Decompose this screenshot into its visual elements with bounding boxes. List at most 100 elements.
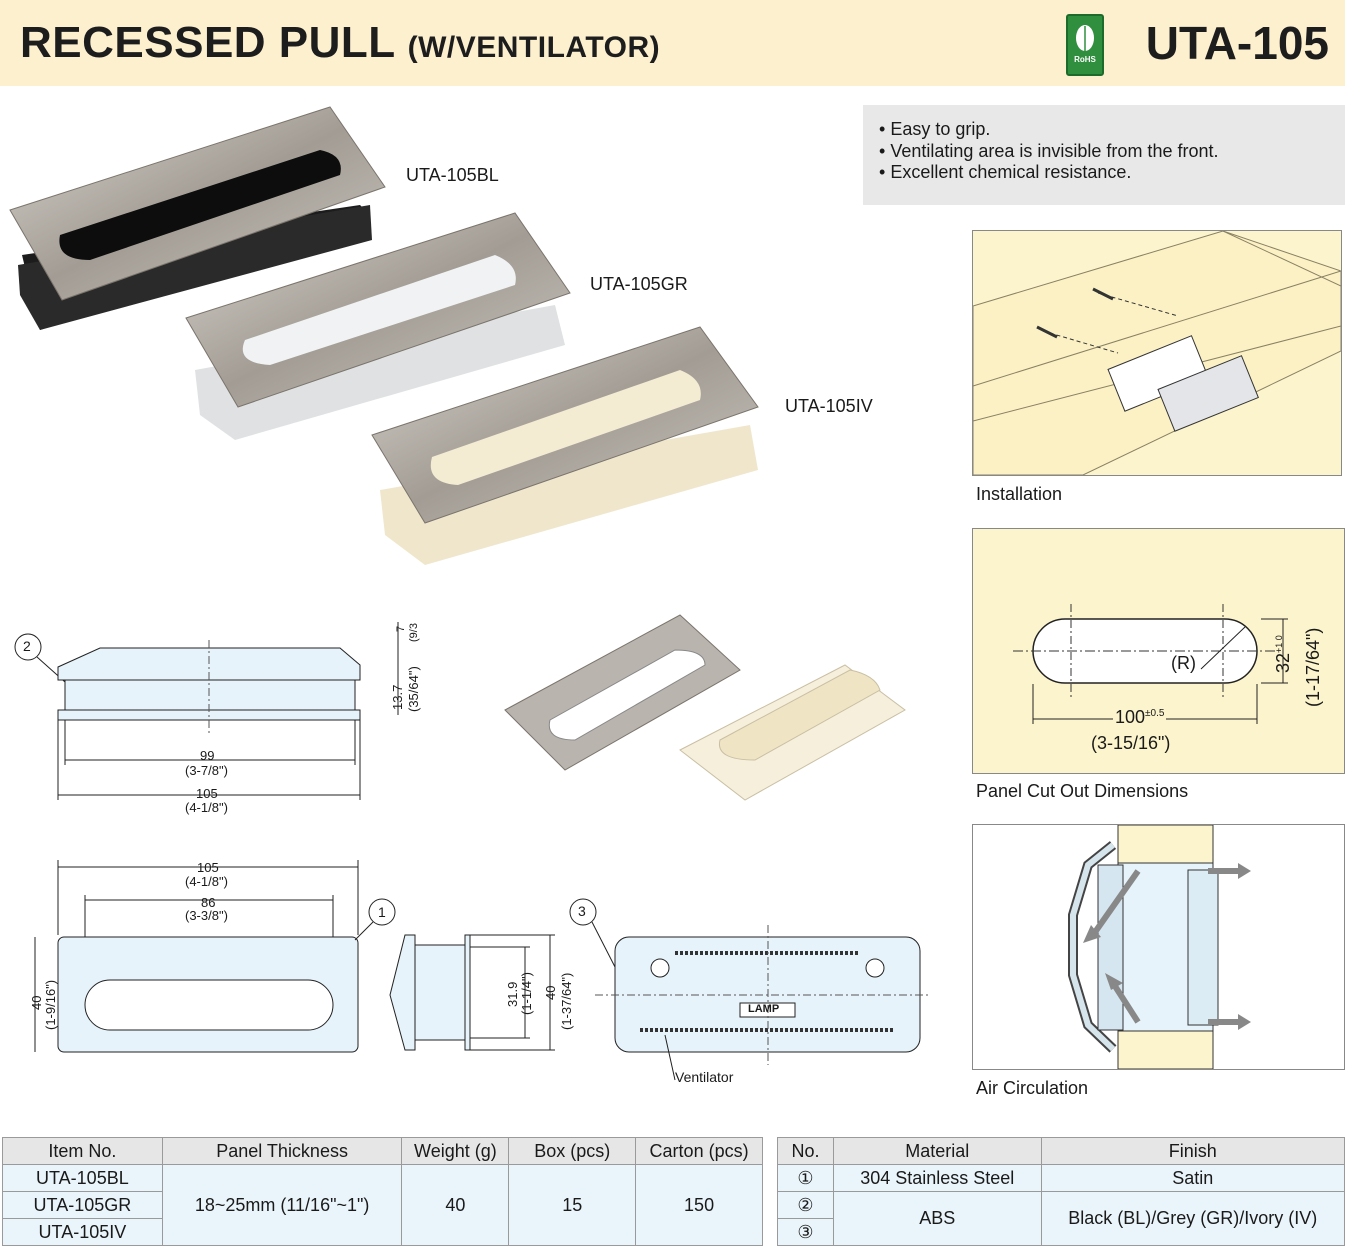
side-view-svg xyxy=(14,622,399,800)
cutout-height-inches: (1-17/64") xyxy=(1303,627,1323,707)
product-label-gr: UTA-105GR xyxy=(590,274,688,294)
rohs-label: RoHS xyxy=(1074,55,1096,64)
side-height-inches: (35/64") xyxy=(406,666,421,712)
profile-height: 40 xyxy=(543,985,558,1000)
cutout-width: 100 xyxy=(1115,707,1146,727)
table-row: ① 304 Stainless Steel Satin xyxy=(777,1164,1345,1192)
side-top-height: 7 xyxy=(395,625,407,632)
front-width-outer-inches: (4-1/8") xyxy=(185,874,228,889)
lamp-logo: LAMP xyxy=(748,1003,780,1015)
title-text: RECESSED PULL xyxy=(20,18,395,67)
weight-cell: 40 xyxy=(401,1164,510,1246)
material-table-header: No. Material Finish xyxy=(777,1137,1345,1165)
callout-2: 2 xyxy=(23,638,31,654)
no-cell: ③ xyxy=(777,1218,834,1246)
cutout-width-tol: ±0.5 xyxy=(1145,708,1165,719)
item-no-cell: UTA-105IV xyxy=(2,1218,163,1246)
front-height: 40 xyxy=(29,995,44,1010)
air-caption: Air Circulation xyxy=(976,1078,1089,1098)
leaf-icon xyxy=(1076,25,1094,52)
header-box: Box (pcs) xyxy=(508,1137,637,1165)
item-no-cell: UTA-105GR xyxy=(2,1191,163,1219)
finish-cell: Black (BL)/Grey (GR)/Ivory (IV) xyxy=(1040,1191,1345,1246)
cutout-width-label: 100±0.5 xyxy=(1113,707,1167,728)
item-no-cell: UTA-105BL xyxy=(2,1164,163,1192)
cutout-radius-label: (R) xyxy=(1171,653,1196,673)
profile-inner-height-inches: (1-1/4") xyxy=(519,972,534,1015)
side-width-inner: 99 xyxy=(200,748,215,763)
cutout-height-tol: +1 0 xyxy=(1274,635,1284,653)
callout-1: 1 xyxy=(378,904,386,920)
product-photo-bl xyxy=(9,106,386,330)
item-table-header: Item No. Panel Thickness Weight (g) Box … xyxy=(2,1137,763,1165)
side-height: 13.7 xyxy=(390,684,405,710)
header-material: Material xyxy=(832,1137,1042,1165)
no-cell: ② xyxy=(777,1191,834,1219)
box-cell: 15 xyxy=(508,1164,637,1246)
header-panel-thickness: Panel Thickness xyxy=(161,1137,403,1165)
feature-item: Easy to grip. xyxy=(879,119,1329,141)
air-circulation-drawing xyxy=(1068,824,1251,1070)
model-code: UTA-105 xyxy=(1145,17,1329,69)
side-view-drawing: 2 99 (3-7/8") 105 (4-1/8") 13.7 (35/64")… xyxy=(10,610,430,820)
feature-list: Easy to grip. Ventilating area is invisi… xyxy=(863,105,1345,205)
cutout-drawing xyxy=(1013,604,1288,724)
material-cell: ABS xyxy=(832,1191,1042,1246)
back-view-svg xyxy=(569,898,930,1081)
material-cell: 304 Stainless Steel xyxy=(832,1164,1042,1192)
side-width-inner-inches: (3-7/8") xyxy=(185,763,228,778)
side-width-outer: 105 xyxy=(196,786,218,801)
profile-inner-height: 31.9 xyxy=(505,981,520,1007)
item-table: Item No. Panel Thickness Weight (g) Box … xyxy=(2,1137,763,1246)
header-carton: Carton (pcs) xyxy=(635,1137,763,1165)
header-no: No. xyxy=(777,1137,834,1165)
installation-caption: Installation xyxy=(976,484,1063,504)
header-finish: Finish xyxy=(1040,1137,1345,1165)
product-photos xyxy=(9,106,759,565)
front-height-inches: (1-9/16") xyxy=(43,979,58,1030)
product-photo-gr xyxy=(185,212,571,440)
table-row: UTA-105BL 18~25mm (11/16"~1") 40 15 150 xyxy=(2,1164,763,1246)
no-cell: ① xyxy=(777,1164,834,1192)
installation-illustration xyxy=(972,230,1342,476)
front-width-inner-inches: (3-3/8") xyxy=(185,908,228,923)
feature-item: Excellent chemical resistance. xyxy=(879,162,1329,184)
page-title: RECESSED PULL (W/VENTILATOR) xyxy=(20,18,660,68)
material-table: No. Material Finish ① 304 Stainless Stee… xyxy=(777,1137,1345,1246)
side-top-height-inches: (9/3 xyxy=(408,623,420,642)
cutout-height: 32 xyxy=(1273,652,1293,673)
feature-item: Ventilating area is invisible from the f… xyxy=(879,141,1329,163)
cutout-caption: Panel Cut Out Dimensions xyxy=(976,781,1189,801)
front-width-outer: 105 xyxy=(197,860,219,875)
product-label-bl: UTA-105BL xyxy=(406,165,499,185)
cutout-height-label: 32+1 0 xyxy=(1273,635,1294,673)
table-row: UTA-105GR xyxy=(2,1191,763,1219)
title-subtitle: (W/VENTILATOR) xyxy=(407,31,661,64)
page-header: RECESSED PULL (W/VENTILATOR) RoHS UTA-10… xyxy=(0,0,1345,86)
thickness-cell: 18~25mm (11/16"~1") xyxy=(161,1164,403,1246)
air-panel xyxy=(972,824,1345,1070)
front-view-svg xyxy=(34,860,396,1053)
table-row: ③ xyxy=(777,1218,1345,1246)
installation-panel xyxy=(972,230,1342,476)
back-view-drawing: 3 LAMP Ventilator xyxy=(565,895,935,1090)
cutout-width-inches: (3-15/16") xyxy=(1091,733,1171,753)
table-row: UTA-105IV xyxy=(2,1218,763,1246)
table-row: ② ABS Black (BL)/Grey (GR)/Ivory (IV) xyxy=(777,1191,1345,1246)
finish-cell: Satin xyxy=(1040,1164,1345,1192)
side-width-outer-inches: (4-1/8") xyxy=(185,800,228,815)
header-item-no: Item No. xyxy=(2,1137,163,1165)
callout-3: 3 xyxy=(578,903,586,919)
product-photo-iv xyxy=(371,326,759,565)
carton-cell: 150 xyxy=(635,1164,763,1246)
product-label-iv: UTA-105IV xyxy=(785,396,873,416)
rohs-badge: RoHS xyxy=(1066,14,1104,76)
ventilator-label: Ventilator xyxy=(675,1069,734,1085)
exploded-parts-photo xyxy=(504,614,906,801)
profile-view-drawing: 31.9 (1-1/4") 40 (1-37/64") xyxy=(385,925,585,1065)
header-weight: Weight (g) xyxy=(401,1137,510,1165)
cutout-panel: (R) 100±0.5 (3-15/16") 32+1 0 (1-17/64") xyxy=(972,528,1345,774)
front-view-drawing: 105 (4-1/8") 86 (3-3/8") 1 40 (1-9/16") xyxy=(25,855,405,1065)
profile-view-svg xyxy=(389,934,555,1051)
front-width-inner: 86 xyxy=(201,895,216,910)
